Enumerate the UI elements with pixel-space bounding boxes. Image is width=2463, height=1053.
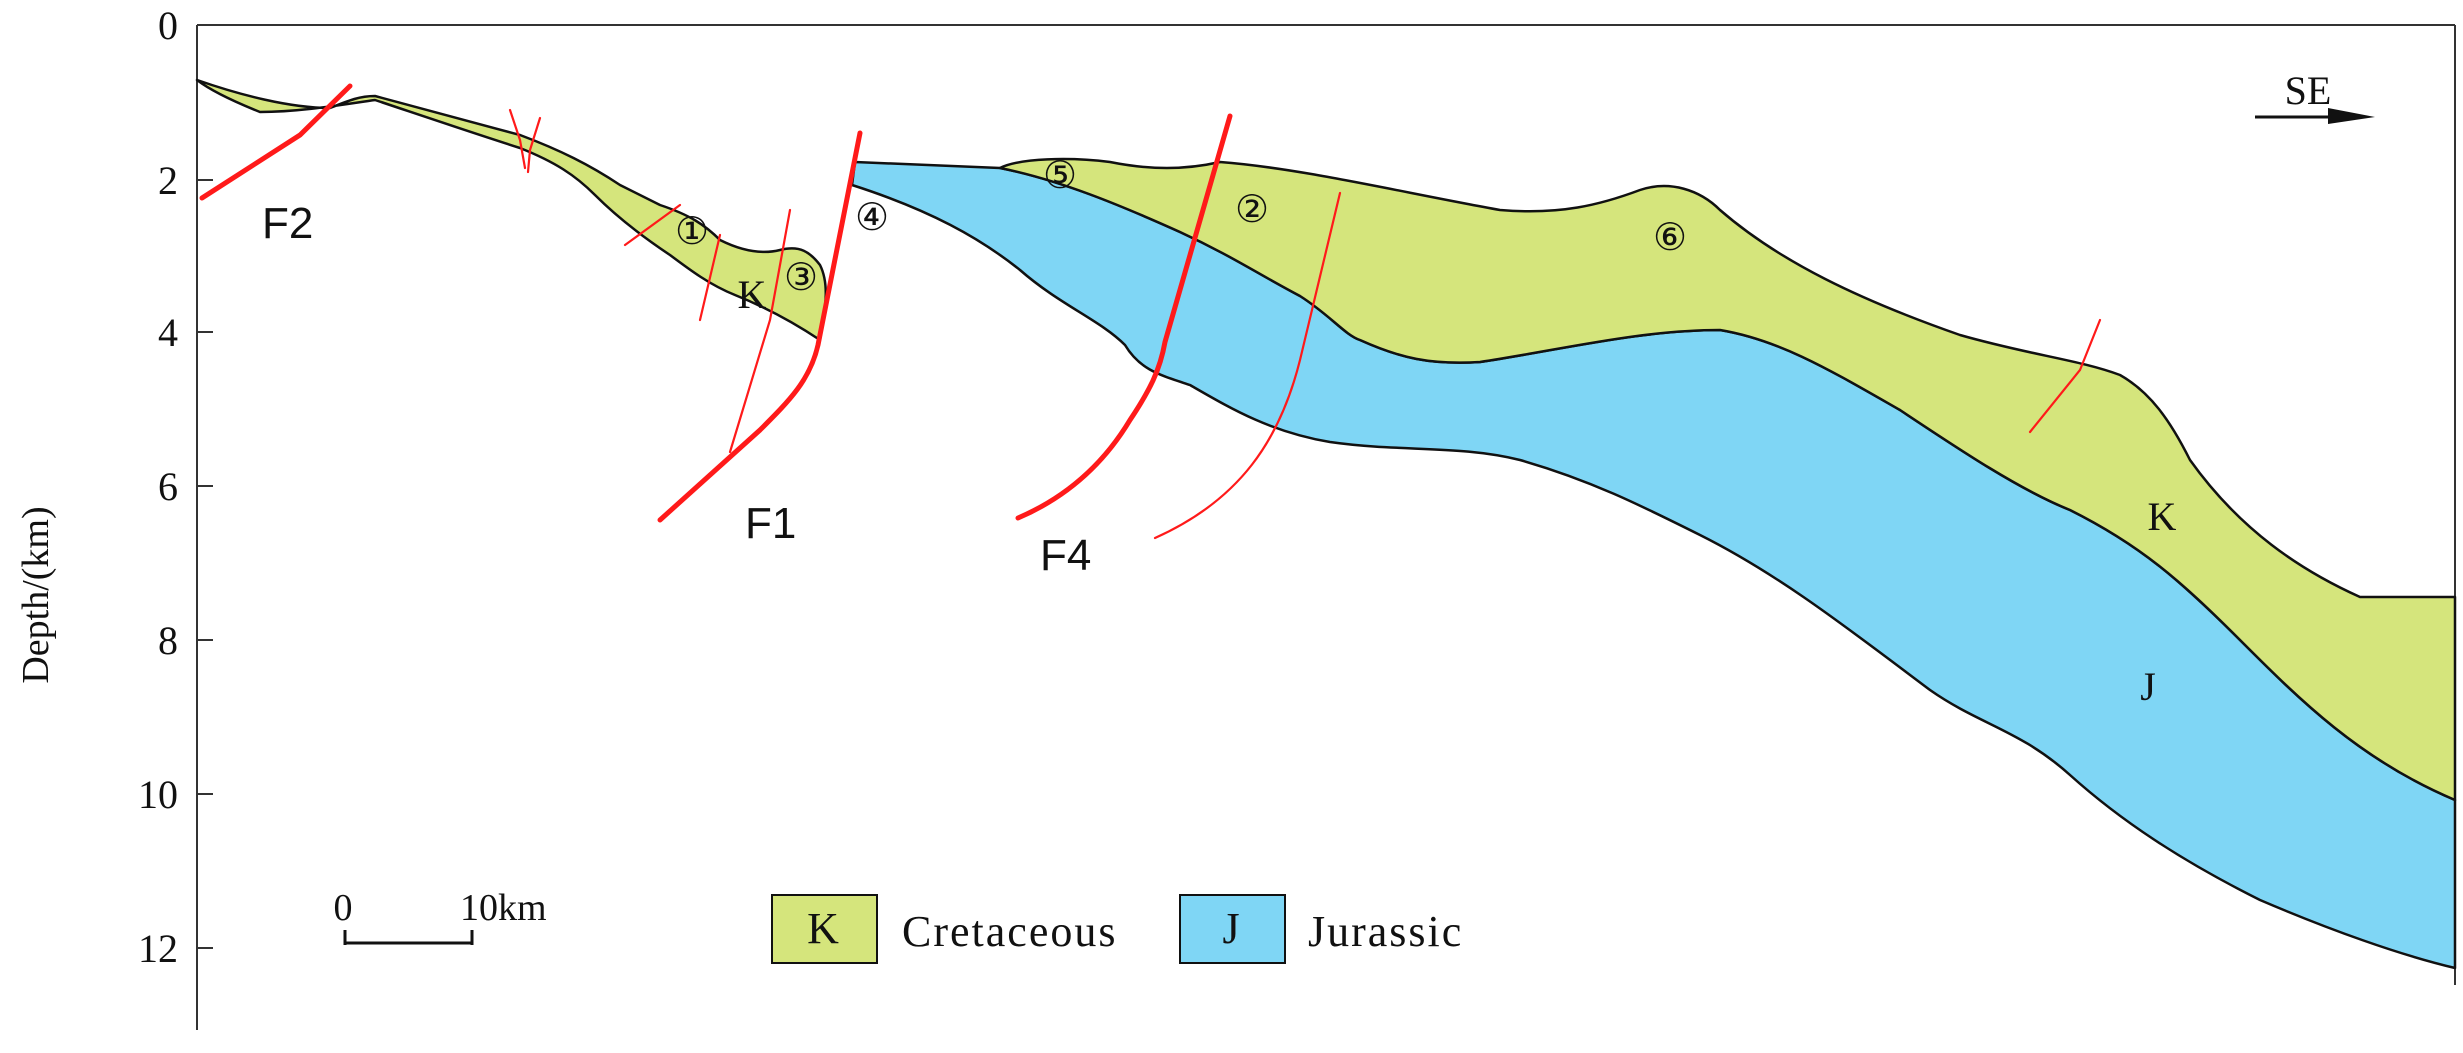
marker-1: ① — [675, 211, 709, 253]
fault-label-f4: F4 — [1040, 531, 1091, 580]
marker-5: ⑤ — [1043, 155, 1077, 197]
fault-f1-line — [657, 130, 863, 523]
marker-3: ③ — [784, 257, 818, 299]
tick-label-2: 2 — [158, 158, 178, 203]
legend-swatch-cretaceous — [771, 894, 878, 964]
direction-indicator: SE — [2255, 68, 2375, 124]
major-faults — [199, 83, 1233, 523]
cretaceous-layer-main — [998, 157, 2457, 802]
legend-label-jurassic: Jurassic — [1308, 907, 1463, 956]
unit-label-j-right: J — [2140, 664, 2156, 709]
legend-label-cretaceous: Cretaceous — [902, 907, 1117, 956]
tick-label-12: 12 — [138, 926, 178, 971]
tick-label-10: 10 — [138, 772, 178, 817]
depth-axis-labels: 0 2 4 6 8 10 12 — [138, 3, 178, 971]
unit-label-k-right: K — [2148, 494, 2177, 539]
minor-faults — [508, 108, 2102, 540]
scale-bar: 0 10km — [334, 887, 547, 945]
scale-bar-end-label: 10km — [460, 887, 547, 929]
legend: K Cretaceous J Jurassic — [771, 894, 1463, 964]
fault-label-f2: F2 — [262, 199, 313, 248]
legend-symbol-cretaceous: K — [807, 904, 841, 953]
tick-label-8: 8 — [158, 618, 178, 663]
minor-fault-c — [623, 203, 682, 247]
depth-axis-title: Depth/(km) — [15, 506, 57, 683]
legend-symbol-jurassic: J — [1222, 904, 1241, 953]
legend-swatch-jurassic — [1179, 894, 1286, 964]
tick-label-4: 4 — [158, 310, 178, 355]
direction-label: SE — [2285, 68, 2332, 113]
minor-fault-g — [2028, 318, 2102, 434]
minor-fault-a — [508, 108, 527, 170]
minor-fault-e — [728, 208, 792, 454]
marker-6: ⑥ — [1653, 217, 1687, 259]
depth-axis-ticks — [197, 24, 213, 949]
cretaceous-layer-slope — [195, 78, 828, 342]
unit-label-k-slope: K — [738, 272, 767, 317]
fault-f2-line — [199, 83, 353, 201]
minor-fault-f — [1153, 191, 1342, 540]
marker-2: ② — [1235, 189, 1269, 231]
tick-label-0: 0 — [158, 3, 178, 48]
minor-fault-b — [526, 116, 542, 174]
tick-label-6: 6 — [158, 464, 178, 509]
minor-fault-d — [698, 233, 722, 322]
fault-label-f1: F1 — [745, 499, 796, 548]
scale-bar-start-label: 0 — [334, 887, 353, 929]
marker-4: ④ — [855, 197, 889, 239]
fault-f4-line — [1015, 113, 1233, 521]
direction-arrow-icon — [2328, 108, 2375, 124]
